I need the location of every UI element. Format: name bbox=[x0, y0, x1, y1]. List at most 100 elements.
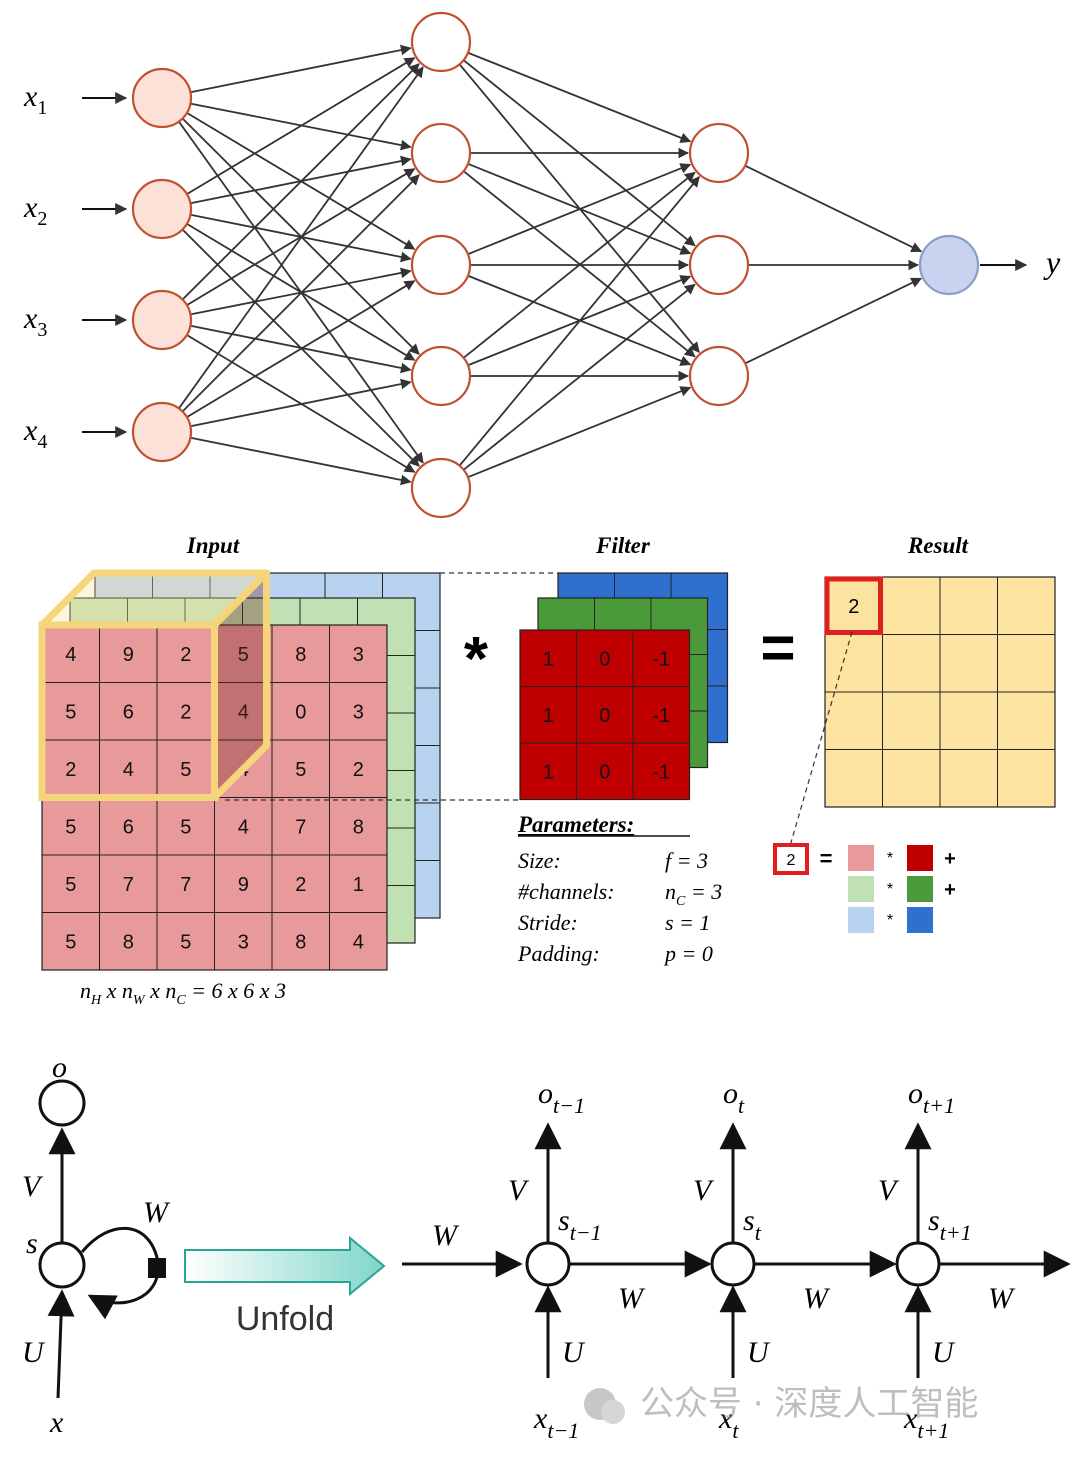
input-value: 8 bbox=[353, 816, 364, 838]
sum-filter-swatch bbox=[907, 876, 933, 902]
rnn-step-node bbox=[710, 1241, 756, 1287]
sum-equals: = bbox=[820, 846, 833, 871]
filter-value: 1 bbox=[543, 705, 554, 727]
rnn-s-label: s bbox=[26, 1227, 38, 1260]
input-value: 8 bbox=[295, 644, 306, 666]
input-value: 5 bbox=[238, 644, 249, 666]
parameter-name: #channels: bbox=[518, 879, 615, 904]
rnn-step-node bbox=[895, 1241, 941, 1287]
mlp-edge bbox=[463, 283, 696, 471]
filter-value: -1 bbox=[652, 761, 670, 783]
mlp-edge bbox=[190, 44, 412, 94]
input-value: 2 bbox=[295, 874, 306, 896]
input-value: 7 bbox=[180, 874, 191, 896]
input-value: 7 bbox=[295, 816, 306, 838]
mlp-edge bbox=[186, 57, 416, 195]
input-value: 4 bbox=[123, 759, 134, 781]
input-value: 2 bbox=[65, 759, 76, 781]
mlp-input-label: x2 bbox=[23, 191, 47, 230]
mlp-edge bbox=[463, 171, 696, 359]
sum-input-swatch bbox=[848, 845, 874, 871]
mlp-edge bbox=[190, 436, 412, 486]
rnn-o-label: o bbox=[52, 1051, 67, 1084]
result-cell bbox=[997, 749, 1056, 808]
input-value: 8 bbox=[295, 931, 306, 953]
mlp-node bbox=[688, 122, 750, 184]
filter-value: 0 bbox=[599, 761, 610, 783]
rnn-diagram: oVsWUxUnfoldWot−1Vst−1UWxt−1otVstUWxtot+… bbox=[22, 1051, 1071, 1443]
rnn-step-v-label: V bbox=[878, 1174, 900, 1207]
mlp-node bbox=[131, 178, 193, 240]
mlp-edge bbox=[190, 324, 412, 374]
input-cell bbox=[329, 912, 388, 971]
parameter-value: p = 0 bbox=[663, 941, 713, 966]
result-title: Result bbox=[907, 533, 969, 558]
sum-multiply: * bbox=[887, 850, 893, 867]
cube-front bbox=[38, 621, 218, 801]
filter-cell bbox=[632, 742, 690, 800]
input-value: 3 bbox=[238, 931, 249, 953]
rnn-step-x-label: xt bbox=[718, 1402, 739, 1443]
mlp-edge bbox=[467, 51, 692, 143]
mlp-edge bbox=[744, 277, 923, 365]
input-value: 6 bbox=[123, 816, 134, 838]
mlp-edge bbox=[181, 63, 420, 301]
rnn-step-s-label: st bbox=[743, 1204, 762, 1245]
input-value: 5 bbox=[295, 759, 306, 781]
input-value: 2 bbox=[180, 701, 191, 723]
mlp-edge bbox=[186, 280, 416, 418]
input-value: 5 bbox=[65, 701, 76, 723]
filter-value: -1 bbox=[652, 648, 670, 670]
parameter-value: s = 1 bbox=[665, 910, 710, 935]
mlp-node bbox=[131, 401, 193, 463]
mlp-node bbox=[410, 11, 472, 73]
input-value: 4 bbox=[353, 931, 364, 953]
mlp-node bbox=[131, 67, 193, 129]
mlp-node bbox=[688, 345, 750, 407]
input-title: Input bbox=[186, 533, 240, 558]
parameter-value: f = 3 bbox=[665, 848, 708, 873]
rnn-recurrent-loop bbox=[80, 1227, 160, 1320]
rnn-step-x-label: xt−1 bbox=[533, 1402, 579, 1443]
mlp-edge bbox=[744, 164, 923, 253]
mlp-edge bbox=[178, 66, 424, 409]
input-value: 5 bbox=[65, 874, 76, 896]
mlp-edge bbox=[467, 163, 692, 255]
convolve-symbol: * bbox=[464, 625, 489, 694]
guide-line-result bbox=[789, 631, 853, 847]
rnn-w-label: W bbox=[143, 1196, 171, 1229]
result-grid: 2 bbox=[824, 576, 1056, 808]
rnn-u-label: U bbox=[22, 1336, 46, 1369]
sum-explanation: 2=*+*+* bbox=[773, 843, 956, 933]
filter-title: Filter bbox=[595, 533, 651, 558]
mlp-node bbox=[410, 457, 472, 519]
parameter-name: Size: bbox=[518, 848, 561, 873]
input-value: 5 bbox=[65, 816, 76, 838]
parameters-title: Parameters: bbox=[517, 812, 634, 837]
filter-value: -1 bbox=[652, 705, 670, 727]
unfold-arrow bbox=[184, 1235, 386, 1297]
rnn-step-node bbox=[525, 1241, 571, 1287]
sum-multiply: * bbox=[887, 912, 893, 929]
mlp-edge bbox=[190, 378, 412, 428]
sum-input-swatch bbox=[848, 876, 874, 902]
unfold-label: Unfold bbox=[236, 1300, 334, 1338]
mlp-edge bbox=[181, 174, 420, 413]
sum-filter-swatch bbox=[907, 845, 933, 871]
rnn-step-s-label: st−1 bbox=[558, 1204, 602, 1245]
rnn-step-w-label: W bbox=[803, 1282, 831, 1315]
watermark-text: 公众号 · 深度人工智能 bbox=[640, 1384, 978, 1424]
mlp-input-label: x4 bbox=[23, 414, 47, 453]
rnn-delay-square bbox=[148, 1258, 166, 1278]
input-value: 4 bbox=[65, 644, 76, 666]
receptive-field-cube bbox=[38, 569, 270, 801]
input-value: 3 bbox=[353, 701, 364, 723]
input-value: 3 bbox=[353, 644, 364, 666]
rnn-step-o-label: ot+1 bbox=[908, 1077, 955, 1118]
filter-channel bbox=[519, 629, 691, 801]
mlp-input-label: x1 bbox=[23, 80, 47, 119]
rnn-step-u-label: U bbox=[747, 1336, 771, 1369]
rnn-step-v-label: V bbox=[508, 1174, 530, 1207]
filter-value: 0 bbox=[599, 648, 610, 670]
